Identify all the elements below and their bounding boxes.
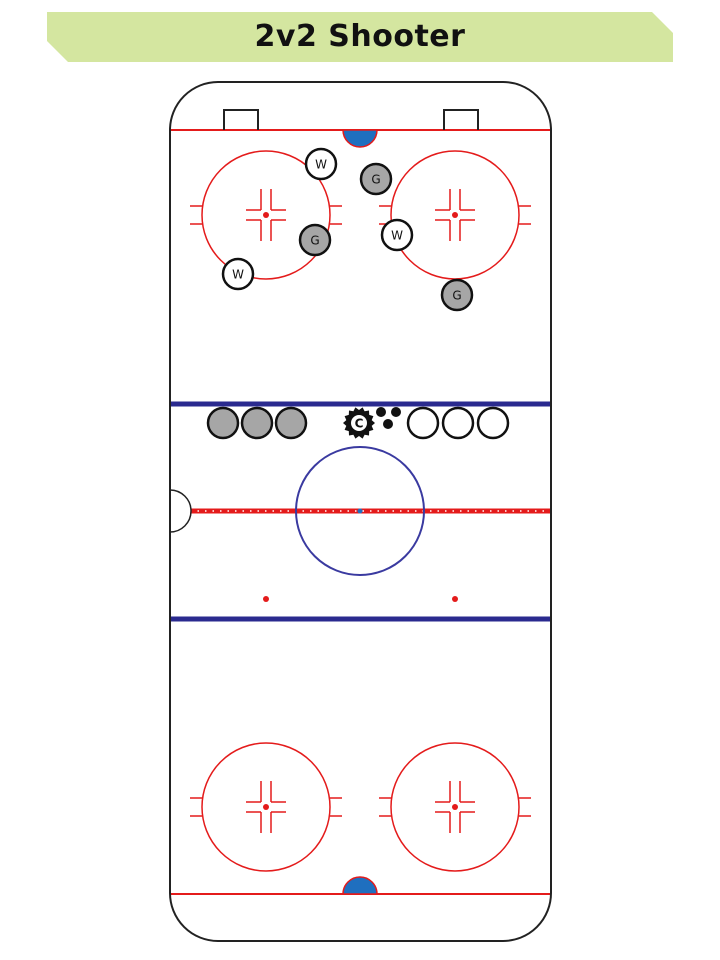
title-banner-shape bbox=[47, 12, 673, 62]
player-marker-circle bbox=[359, 162, 393, 196]
player-w-1: W bbox=[304, 147, 338, 181]
player-marker-circle bbox=[441, 406, 475, 440]
puck-2 bbox=[391, 407, 401, 417]
puck-3 bbox=[383, 419, 393, 429]
player-marker-circle bbox=[440, 278, 474, 312]
faceoff-ring bbox=[390, 742, 520, 872]
queue-white-3 bbox=[476, 406, 510, 440]
faceoff-dot bbox=[452, 804, 458, 810]
player-marker-circle bbox=[476, 406, 510, 440]
faceoff-circle-bottom-left bbox=[190, 742, 342, 872]
player-marker-circle bbox=[206, 406, 240, 440]
player-marker-label: G bbox=[310, 234, 319, 248]
queue-grey-2 bbox=[240, 406, 274, 440]
queue-white-1 bbox=[406, 406, 440, 440]
player-marker-label: G bbox=[452, 289, 461, 303]
player-w-3: W bbox=[221, 257, 255, 291]
faceoff-dot bbox=[263, 804, 269, 810]
player-g-3: G bbox=[440, 278, 474, 312]
neutral-dot-right bbox=[452, 596, 458, 602]
player-marker-label: W bbox=[315, 158, 327, 172]
player-marker-circle bbox=[380, 218, 414, 252]
coach-label: C bbox=[355, 417, 364, 431]
queue-grey-1 bbox=[206, 406, 240, 440]
player-marker-circle bbox=[240, 406, 274, 440]
title-banner bbox=[47, 12, 673, 62]
top-right-net bbox=[443, 109, 479, 130]
player-marker-circle bbox=[221, 257, 255, 291]
rink-boards bbox=[169, 81, 552, 942]
faceoff-dot bbox=[452, 212, 458, 218]
player-w-2: W bbox=[380, 218, 414, 252]
player-marker-label: W bbox=[232, 268, 244, 282]
player-marker-circle bbox=[298, 223, 332, 257]
referee-crease bbox=[170, 489, 192, 533]
drill-title: 2v2 Shooter bbox=[254, 18, 466, 54]
player-marker-circle bbox=[274, 406, 308, 440]
bottom-crease bbox=[342, 876, 378, 895]
player-marker-circle bbox=[406, 406, 440, 440]
player-marker-label: W bbox=[391, 229, 403, 243]
faceoff-ring bbox=[201, 150, 331, 280]
coach-marker: C bbox=[343, 407, 375, 439]
top-left-net bbox=[223, 109, 259, 130]
center-circle bbox=[295, 446, 425, 576]
puck-1 bbox=[376, 407, 386, 417]
top-crease bbox=[342, 129, 378, 148]
center-dot bbox=[357, 508, 363, 514]
player-g-2: G bbox=[298, 223, 332, 257]
player-marker-circle bbox=[304, 147, 338, 181]
neutral-dot-left bbox=[263, 596, 269, 602]
faceoff-ring bbox=[201, 742, 331, 872]
queue-white-2 bbox=[441, 406, 475, 440]
player-marker-label: G bbox=[371, 173, 380, 187]
player-g-1: G bbox=[359, 162, 393, 196]
faceoff-dot bbox=[263, 212, 269, 218]
faceoff-circle-top-left bbox=[190, 150, 342, 280]
faceoff-circle-bottom-right bbox=[379, 742, 531, 872]
coach-inner bbox=[351, 415, 367, 431]
queue-grey-3 bbox=[274, 406, 308, 440]
